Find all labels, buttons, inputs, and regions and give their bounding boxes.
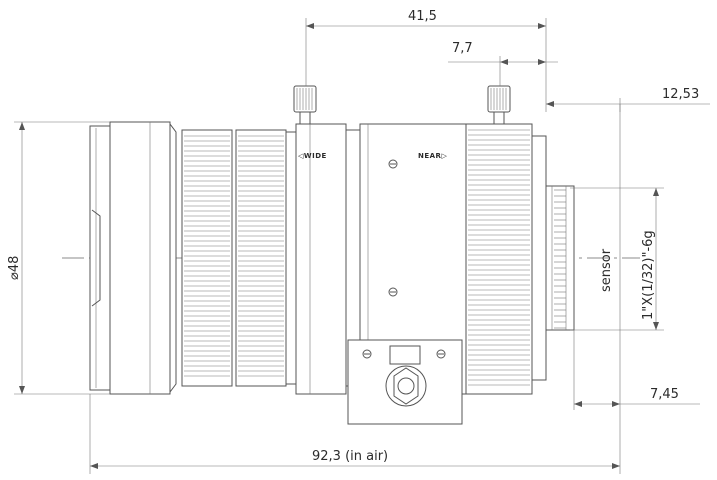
near-label: NEAR▷ [418, 152, 447, 160]
sensor-label: sensor [599, 248, 614, 292]
zoom-lock-knob [293, 85, 317, 125]
grip-ring-1 [181, 129, 233, 387]
dimension-overall-length: 92,3 (in air) [89, 394, 621, 474]
screw-icon [436, 349, 446, 359]
dimension-back: 7,45 [573, 330, 700, 410]
focus-lock-knob [487, 85, 511, 125]
screw-icon [388, 159, 398, 169]
dimension-top-short-text: 7,7 [452, 41, 473, 56]
wide-label: ◁WIDE [298, 152, 327, 160]
dimension-top-short: 7,7 [448, 41, 558, 86]
dimension-top-length: 41,5 [305, 9, 547, 112]
dimension-diameter-text: ⌀48 [7, 256, 22, 280]
dimension-flange-text: 12,53 [662, 87, 699, 102]
dimension-back-text: 7,45 [650, 387, 679, 402]
lens-rear-mount [531, 135, 575, 381]
dimension-thread: 1"X(1/32)"-6g [570, 187, 664, 331]
dimension-diameter: ⌀48 [7, 121, 110, 395]
dimension-top-length-text: 41,5 [408, 9, 437, 24]
grip-ring-2 [235, 129, 287, 387]
screw-icon [388, 287, 398, 297]
screw-icon [362, 349, 372, 359]
dimension-thread-text: 1"X(1/32)"-6g [641, 230, 656, 320]
lens-front-section [89, 121, 177, 395]
dimension-flange: 12,53 [546, 87, 710, 112]
dimension-overall-length-text: 92,3 (in air) [312, 449, 388, 464]
focus-grip-ring [465, 123, 533, 395]
